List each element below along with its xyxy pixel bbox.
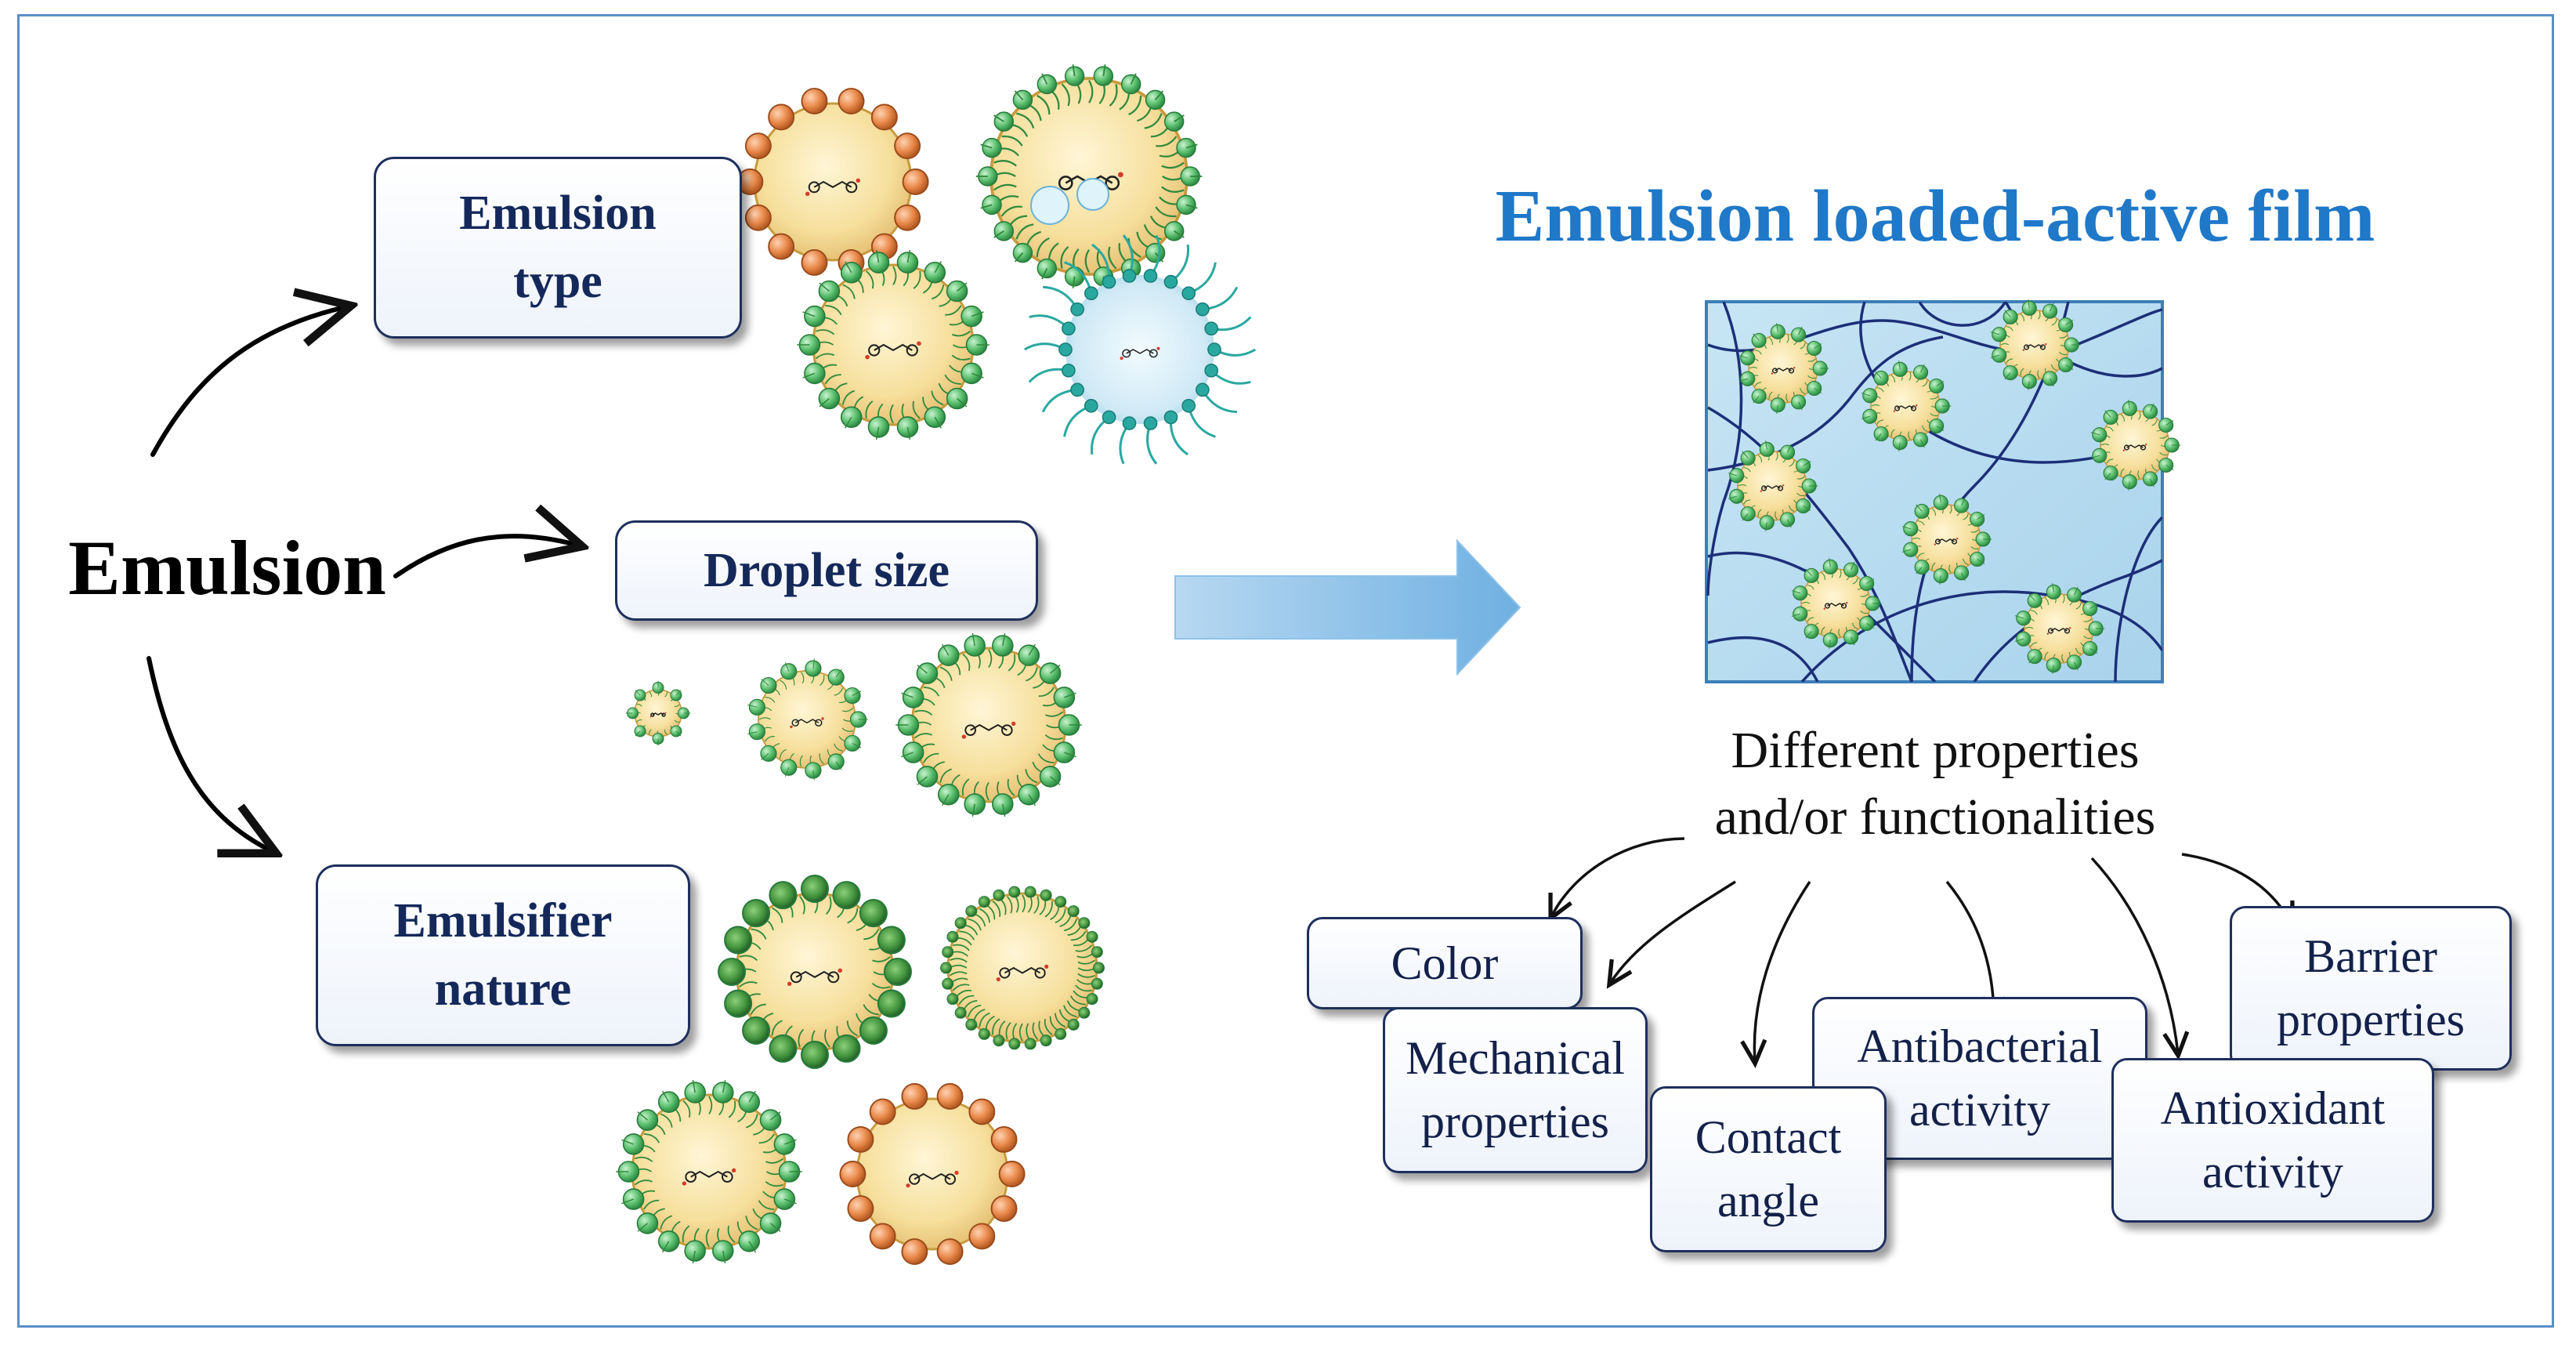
emulsion-root-label: Emulsion (68, 524, 386, 611)
property-label-antioxidant: Antioxidant activity (2160, 1082, 2386, 1198)
property-label-mechanical: Mechanical properties (1406, 1032, 1625, 1147)
active-molecule-icon (805, 178, 861, 197)
active-molecule-icon (865, 341, 921, 360)
property-box-mechanical: Mechanical properties (1383, 1007, 1648, 1173)
active-molecule-icon (1893, 404, 1918, 412)
emulsifier-nature-box: Emulsifier nature (316, 864, 690, 1046)
arrow-to-emulsifier-nature (147, 656, 270, 850)
active-molecule-icon (1760, 484, 1785, 492)
emulsion-type-label: Emulsion type (459, 187, 657, 308)
film-droplet-icon (1791, 558, 1882, 649)
emulsion-arrows (147, 307, 576, 850)
emulsion-droplet-icon (625, 680, 691, 746)
emulsion-droplet-icon (747, 658, 868, 781)
property-box-color: Color (1307, 917, 1583, 1009)
property-label-antibacterial: Antibacterial activity (1857, 1020, 2103, 1136)
active-film-illustration (1705, 299, 2181, 683)
emulsion-type-droplets (736, 64, 1257, 465)
droplet-size-label: Droplet size (704, 543, 950, 597)
active-molecule-icon (1771, 367, 1796, 375)
film-droplet-icon (2014, 583, 2105, 674)
orange-emulsifier-droplet-icon (839, 1082, 1026, 1266)
arrow-to-mechanical (1606, 880, 1736, 989)
film-droplet-icon (1738, 323, 1829, 414)
film-droplet-icon (1901, 494, 1992, 585)
arrow-to-color (1548, 837, 1685, 923)
emulsion-type-box: Emulsion type (374, 157, 742, 339)
transfer-arrow (1174, 538, 1521, 676)
film-droplet-icon (1990, 299, 2081, 390)
active-molecule-icon (906, 1170, 959, 1188)
orange-emulsifier-droplet-icon (736, 88, 929, 276)
active-molecule-icon (996, 964, 1049, 982)
arrow-to-antioxidant (2090, 857, 2190, 1060)
inner-droplet-icon (1030, 186, 1069, 225)
active-molecule-icon (649, 712, 667, 718)
figure-frame (17, 14, 2554, 1328)
double-emulsion-droplet-icon (975, 64, 1203, 288)
active-molecule-icon (1120, 346, 1160, 361)
active-molecule-icon (1823, 602, 1848, 610)
protein-emulsifier-droplet-icon (718, 875, 912, 1069)
droplet-size-box: Droplet size (615, 520, 1038, 621)
arrow-to-emulsion-type (150, 307, 345, 457)
active-molecule-icon (790, 717, 824, 729)
film-droplet-icon (2090, 400, 2181, 491)
droplet-size-droplets (625, 632, 1082, 817)
emulsion-droplet-icon (797, 249, 990, 440)
property-box-antioxidant: Antioxidant activity (2111, 1058, 2434, 1223)
active-molecule-icon (682, 1168, 736, 1186)
polysaccharide-emulsifier-droplet-icon (940, 886, 1105, 1050)
emulsion-droplet-icon (895, 632, 1082, 817)
active-molecule-icon (961, 721, 1016, 739)
arrow-to-contact (1740, 881, 1811, 1068)
arrow-to-droplet-size (393, 536, 576, 578)
property-label-contact: Contact angle (1695, 1111, 1842, 1227)
active-molecule-icon (2022, 343, 2047, 351)
property-box-contact: Contact angle (1650, 1086, 1887, 1252)
film-subtitle-line1: Different properties (1731, 722, 2140, 779)
emulsifier-nature-droplets (616, 875, 1105, 1266)
active-molecule-icon (1934, 538, 1959, 545)
property-label-barrier: Barrier properties (2277, 930, 2465, 1045)
inner-droplet-icon (1076, 178, 1109, 211)
emulsion-droplet-icon (616, 1079, 802, 1264)
film-title: Emulsion loaded-active film (1495, 176, 2375, 257)
property-label-color: Color (1391, 937, 1499, 989)
film-droplet-icon (1728, 440, 1818, 531)
emulsifier-nature-label: Emulsifier nature (393, 894, 613, 1016)
property-box-barrier: Barrier properties (2230, 906, 2512, 1071)
micelle-droplet-icon (1023, 234, 1257, 465)
film-droplet-icon (1861, 361, 1952, 451)
active-molecule-icon (2046, 627, 2071, 635)
film-droplets (1728, 299, 2181, 674)
active-molecule-icon (787, 968, 843, 987)
film-subtitle-line2: and/or functionalities (1714, 788, 2156, 846)
active-molecule-icon (2122, 444, 2147, 451)
